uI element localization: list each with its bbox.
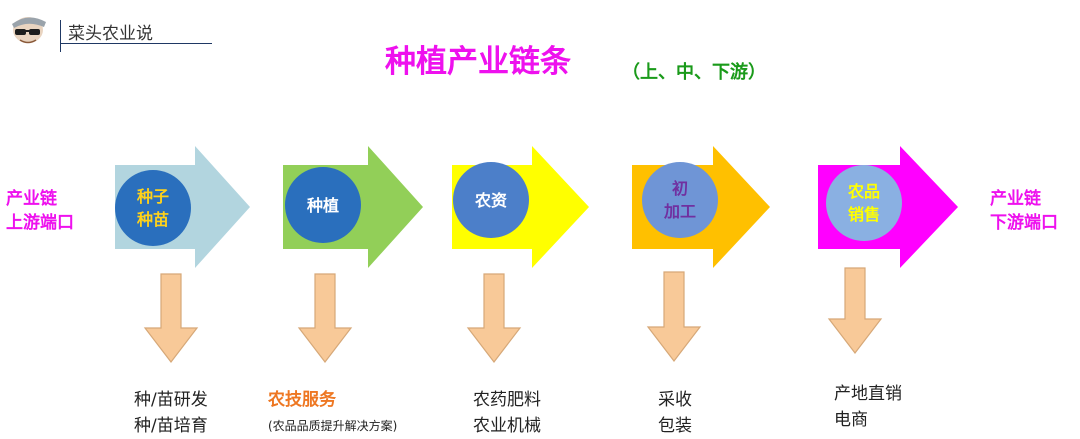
output-line: 产地直销 bbox=[834, 384, 902, 404]
downstream-label-line: 下游端口 bbox=[990, 213, 1058, 233]
page-title: 种植产业链条 bbox=[385, 44, 571, 80]
output-agri-tech: 农技服务 (农品品质提升解决方案) bbox=[268, 387, 397, 439]
output-line: 种/苗培育 bbox=[134, 416, 208, 436]
stage-circle-4: 初 加工 bbox=[642, 162, 718, 238]
output-seed-rnd: 种/苗研发 种/苗培育 bbox=[134, 387, 208, 439]
output-harvest: 采收 包装 bbox=[658, 387, 692, 439]
stage-circle-text: 农品 bbox=[847, 182, 880, 201]
output-inputs: 农药肥料 农业机械 bbox=[473, 387, 541, 439]
avatar-icon bbox=[12, 17, 46, 44]
downstream-label: 产业链 下游端口 bbox=[990, 187, 1058, 235]
output-line: 包装 bbox=[658, 416, 692, 436]
down-arrow-2 bbox=[297, 273, 353, 363]
down-arrow-3 bbox=[466, 273, 522, 363]
avatar bbox=[6, 14, 54, 50]
output-line: 电商 bbox=[834, 410, 868, 430]
brand-underline bbox=[60, 43, 212, 44]
stage-circle-text: 种苗 bbox=[136, 210, 169, 229]
stage-circle-text: 种子 bbox=[136, 187, 169, 206]
down-arrows bbox=[143, 267, 883, 363]
output-line: 农技服务 bbox=[268, 390, 336, 410]
stage-circle-5: 农品 销售 bbox=[826, 165, 902, 241]
upstream-label-line: 上游端口 bbox=[6, 213, 74, 233]
brand-divider bbox=[60, 20, 61, 52]
upstream-label-line: 产业链 bbox=[6, 189, 57, 209]
down-arrow-4 bbox=[646, 271, 702, 362]
stage-circle-2: 种植 bbox=[285, 167, 361, 243]
down-arrow-1 bbox=[143, 273, 199, 363]
stage-circle-1: 种子 种苗 bbox=[115, 170, 191, 246]
stage-circle-text: 初 bbox=[671, 179, 688, 198]
brand-name: 菜头农业说 bbox=[68, 24, 153, 44]
output-line: 种/苗研发 bbox=[134, 390, 208, 410]
output-line: 农药肥料 bbox=[473, 390, 541, 410]
stage-circle-3: 农资 bbox=[453, 162, 529, 238]
stage-circle-text: 加工 bbox=[663, 202, 696, 221]
stage-circle-text: 销售 bbox=[847, 205, 880, 224]
stage-circle-text: 种植 bbox=[306, 195, 339, 215]
upstream-label: 产业链 上游端口 bbox=[6, 187, 74, 235]
down-arrow-5 bbox=[827, 267, 883, 354]
stage-circle-text: 农资 bbox=[474, 190, 507, 210]
downstream-label-line: 产业链 bbox=[990, 189, 1041, 209]
output-line: 农业机械 bbox=[473, 416, 541, 436]
output-line: (农品品质提升解决方案) bbox=[268, 419, 398, 433]
output-sales: 产地直销 电商 bbox=[834, 381, 902, 433]
page-subtitle: （上、中、下游） bbox=[622, 62, 766, 83]
output-line: 采收 bbox=[658, 390, 692, 410]
